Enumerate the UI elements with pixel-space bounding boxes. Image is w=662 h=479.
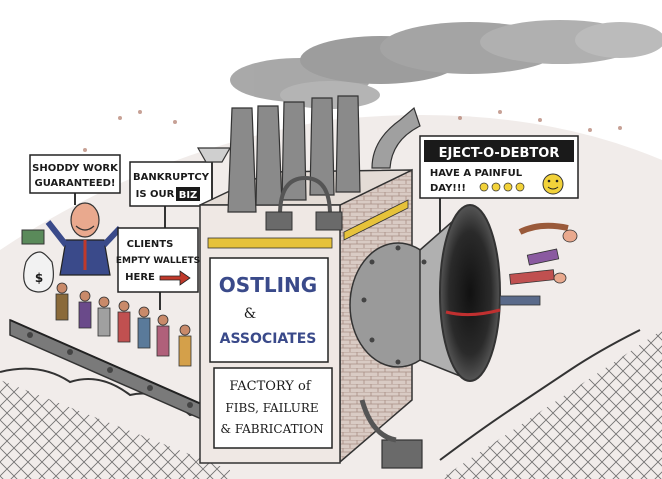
- factory-tagline-line-2: FIBS, FAILURE: [225, 401, 318, 415]
- cash-bundle: [21, 229, 45, 245]
- factory-tagline-line-3: & FABRICATION: [220, 422, 323, 436]
- bottom-box: [381, 439, 423, 469]
- eject-o-debtor-sign: EJECT-O-DEBTOR HAVE A PAINFUL DAY!!!: [419, 135, 579, 232]
- factory: OSTLING & ASSOCIATES FACTORY of FIBS, FA…: [196, 95, 423, 469]
- clients-sign: CLIENTS EMPTY WALLETS HERE: [116, 227, 200, 310]
- factory-name-panel: [209, 257, 329, 363]
- eject-title: EJECT-O-DEBTOR: [439, 146, 560, 161]
- bankruptcy-sign: BANKRUPTCY IS OUR BIZ: [129, 161, 213, 240]
- right-fence: [439, 329, 662, 479]
- clients-line-2: EMPTY WALLETS: [116, 256, 200, 266]
- hook-pipe: [278, 175, 332, 216]
- chute-opening: [439, 204, 501, 382]
- red-arrow-icon: [159, 270, 191, 286]
- smokestacks: [227, 95, 361, 213]
- factory-tagline-panel: [213, 367, 333, 449]
- big-smiley-icon: [542, 173, 564, 195]
- money-bag: $: [21, 229, 54, 293]
- smiley-row: [479, 182, 525, 192]
- horn-pipe: [371, 106, 421, 169]
- shoddy-work-sign: SHODDY WORK GUARANTEED!: [29, 154, 121, 205]
- yellow-stripe: [207, 237, 333, 249]
- eject-line-3: DAY!!!: [430, 183, 466, 194]
- factory-name-line-1: OSTLING: [219, 273, 317, 297]
- conveyor-belt: [9, 318, 216, 427]
- shoddy-line-2: GUARANTEED!: [35, 178, 116, 189]
- ejected-people: [445, 222, 578, 317]
- cup-left: [196, 147, 232, 163]
- clients-line-1: CLIENTS: [127, 239, 174, 250]
- factory-name-line-3: ASSOCIATES: [220, 331, 317, 347]
- factory-tagline-line-1: FACTORY of: [229, 379, 311, 394]
- eject-chute: [349, 204, 501, 382]
- factory-name-line-2: &: [244, 306, 256, 322]
- clients-line: [55, 282, 192, 367]
- bankruptcy-line-3: BIZ: [179, 190, 198, 201]
- shoddy-line-1: SHODDY WORK: [32, 163, 119, 174]
- bankruptcy-line-1: BANKRUPTCY: [133, 172, 210, 183]
- smoke-plume: [230, 20, 662, 109]
- dollar-sign: $: [35, 271, 43, 285]
- eject-line-2: HAVE A PAINFUL: [430, 168, 523, 179]
- businessman-figure: [45, 202, 123, 276]
- clients-line-3: HERE: [125, 272, 155, 283]
- crowd-dots: [83, 110, 622, 152]
- bankruptcy-line-2: IS OUR: [136, 189, 175, 200]
